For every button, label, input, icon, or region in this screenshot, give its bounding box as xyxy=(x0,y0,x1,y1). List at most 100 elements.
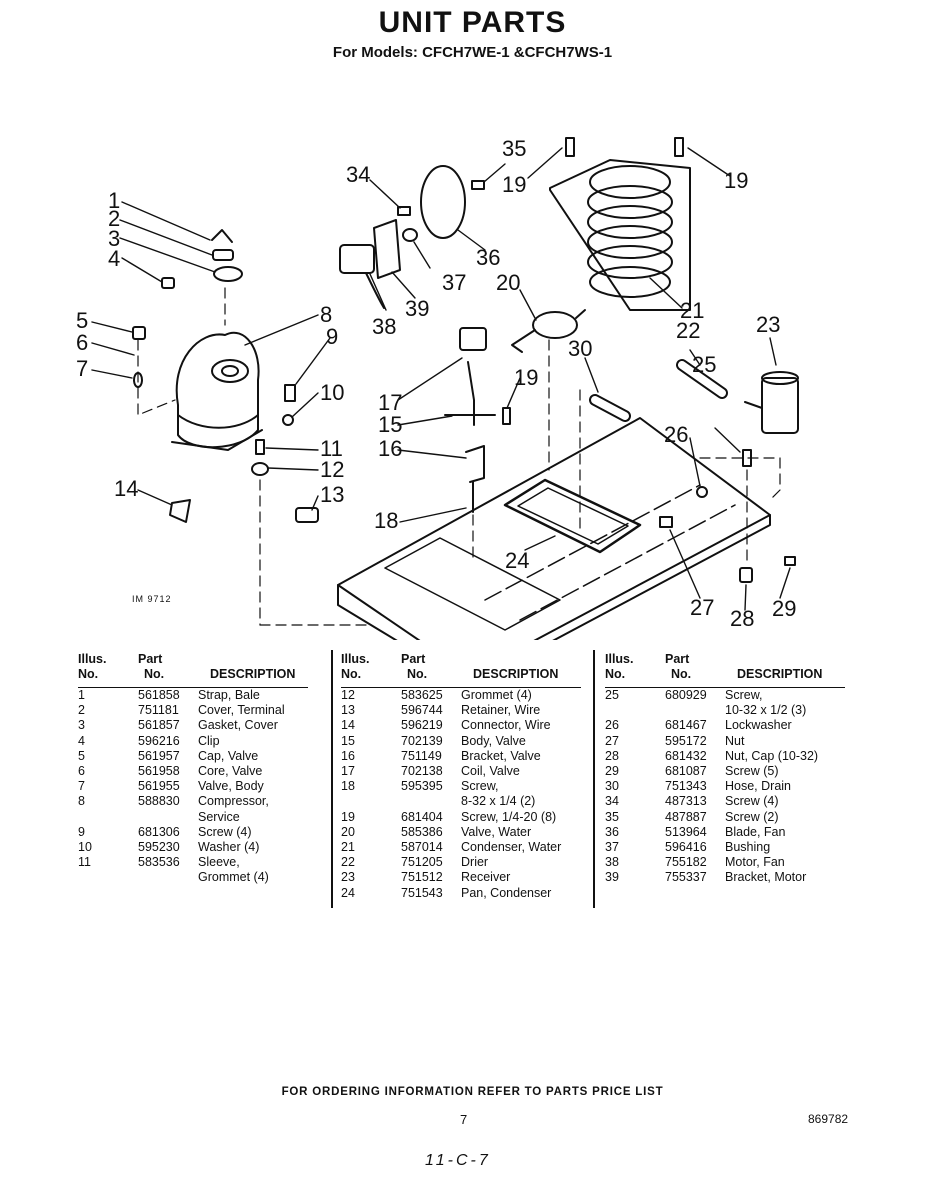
illus-number: 1 xyxy=(78,688,85,702)
description: Nut xyxy=(725,733,745,748)
description: Blade, Fan xyxy=(725,824,786,839)
callout-number: 30 xyxy=(568,336,592,361)
part-number: 583625 xyxy=(401,688,443,702)
callout-number: 25 xyxy=(692,352,716,377)
illus-number: 17 xyxy=(341,764,355,779)
part-number: 680929 xyxy=(665,688,707,702)
illus-number: 22 xyxy=(341,855,355,870)
description: Compressor, xyxy=(198,794,269,809)
header-part-line2: No. xyxy=(144,667,165,681)
description: Drier xyxy=(461,855,489,870)
page-number: 7 xyxy=(460,1112,468,1127)
table-row: 10-32 x 1/2 (3) xyxy=(605,703,845,718)
illus-number: 12 xyxy=(341,688,355,702)
illus-number: 38 xyxy=(605,855,619,870)
illus-number: 3 xyxy=(78,718,85,733)
callout-number: 16 xyxy=(378,436,402,461)
part-number: 561857 xyxy=(138,718,180,733)
condenser-pan-shape xyxy=(503,478,642,554)
part-number: 596744 xyxy=(401,703,443,718)
header-part-line1: Part xyxy=(665,652,690,666)
description: Lockwasher xyxy=(725,718,792,733)
callout-number: 6 xyxy=(76,330,88,355)
illus-number: 9 xyxy=(78,824,85,839)
description: Screw (4) xyxy=(725,794,779,809)
description: Hose, Drain xyxy=(725,779,791,794)
part-number: 751149 xyxy=(401,748,442,763)
part-number: 585386 xyxy=(401,824,443,839)
illus-number: 4 xyxy=(78,733,85,748)
model-subtitle: For Models: CFCH7WE-1 &CFCH7WS-1 xyxy=(332,44,613,61)
illus-number: 18 xyxy=(341,779,355,794)
table-row: Grommet (4) xyxy=(78,870,308,885)
drier-shape xyxy=(676,359,728,399)
illus-number: 36 xyxy=(605,824,619,839)
table-row: Service xyxy=(78,810,308,825)
part-number: 561858 xyxy=(138,688,180,702)
handwritten-note: 11-C-7 xyxy=(425,1152,491,1169)
callout-number: 21 xyxy=(680,298,704,323)
part-number: 681404 xyxy=(401,809,443,824)
part-number: 588830 xyxy=(138,794,180,809)
callout-number: 4 xyxy=(108,246,120,271)
part-number: 587014 xyxy=(401,840,443,855)
part-number: 513964 xyxy=(665,824,707,839)
column-divider xyxy=(331,650,333,908)
illus-number: 34 xyxy=(605,794,619,809)
description: Receiver xyxy=(461,870,511,885)
part-number: 596416 xyxy=(665,840,707,855)
column-divider xyxy=(593,650,595,908)
description: Grommet (4) xyxy=(461,688,532,702)
table-row: 36 513964 Blade, Fan xyxy=(605,825,845,840)
part-number: 751543 xyxy=(401,885,443,900)
description: Screw (5) xyxy=(725,764,779,779)
part-number: 755337 xyxy=(665,870,707,885)
callout-number: 34 xyxy=(346,162,370,187)
illus-number: 16 xyxy=(341,748,355,763)
callout-number: 20 xyxy=(496,270,520,295)
description: Nut, Cap (10-32) xyxy=(725,748,819,763)
description: Core, Valve xyxy=(198,764,263,779)
description: Retainer, Wire xyxy=(461,703,541,718)
description: Clip xyxy=(198,733,220,748)
header-illus-line2: No. xyxy=(605,667,626,681)
description: Condenser, Water xyxy=(461,840,562,855)
water-valve-shape xyxy=(511,309,586,353)
header-illus-line1: Illus. xyxy=(78,652,107,666)
description: Cap, Valve xyxy=(198,748,259,763)
illus-number: 15 xyxy=(341,733,355,748)
illus-number: 30 xyxy=(605,779,619,794)
illus-number: 6 xyxy=(78,764,85,779)
illus-number: 23 xyxy=(341,870,355,885)
callout-number: 35 xyxy=(502,136,526,161)
callout-number: 15 xyxy=(378,412,402,437)
part-number: 702139 xyxy=(401,733,443,748)
part-number xyxy=(401,794,461,809)
illus-number: 8 xyxy=(78,794,85,809)
callout-number: 36 xyxy=(476,245,500,270)
callout-number: 7 xyxy=(76,356,88,381)
part-number xyxy=(665,703,725,718)
small-hardware-shapes xyxy=(132,137,796,583)
callout-number: 2 xyxy=(108,206,120,231)
description: Strap, Bale xyxy=(198,688,260,702)
callout-number: 17 xyxy=(378,390,402,415)
description: Connector, Wire xyxy=(461,718,551,733)
illus-number: 21 xyxy=(341,840,355,855)
callout-number: 18 xyxy=(374,508,398,533)
